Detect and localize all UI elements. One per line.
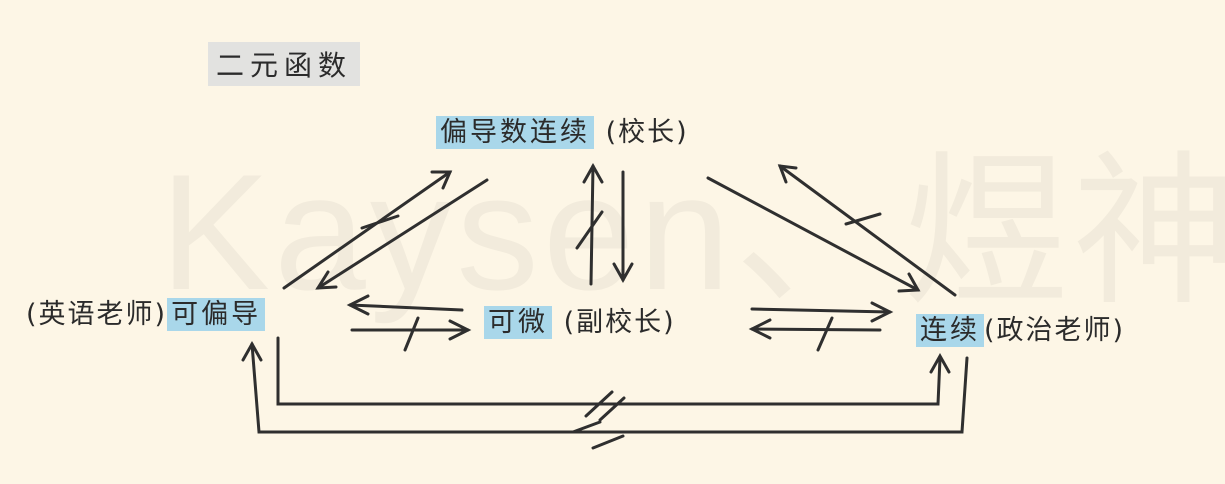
negation-slash [360,214,400,230]
node-right: 连续(政治老师) [916,308,1125,347]
negation-slash [575,210,604,250]
arrow-left-to-right-bottom [276,336,951,422]
node-right-label: 连续 [916,314,984,347]
node-left: (英语老师)可偏导 [26,292,266,331]
arrow-left-to-top [282,170,453,290]
node-left-note: (英语老师) [26,299,168,330]
node-middle-label: 可微 [484,306,552,339]
node-left-label: 可偏导 [167,298,266,331]
negation-slash [571,420,602,434]
arrow-middle-to-top [575,162,604,286]
node-middle: 可微 (副校长) [484,300,676,339]
arrow-middle-to-left [346,294,464,316]
diagram-title: 二元函数 [208,42,361,86]
arrow-right-to-top [777,164,957,297]
arrow-left-to-middle [350,316,472,352]
negation-slash [591,434,625,450]
negation-slash [844,212,882,226]
arrow-top-to-middle [612,170,634,284]
arrow-middle-to-right [750,301,894,323]
node-top-note: (校长) [605,117,689,148]
arrow-top-to-right [706,176,921,293]
node-top-label: 偏导数连续 [436,116,594,149]
arrow-right-to-left-bottom [241,340,969,450]
node-top: 偏导数连续 (校长) [436,110,689,149]
node-middle-note: (副校长) [563,307,676,338]
negation-slash [598,396,626,422]
negation-slash [584,390,614,418]
negation-slash [816,316,834,352]
arrow-top-to-left [315,178,489,290]
node-right-note: (政治老师) [984,315,1126,346]
negation-slash [403,316,420,352]
arrow-right-to-middle [748,316,882,352]
